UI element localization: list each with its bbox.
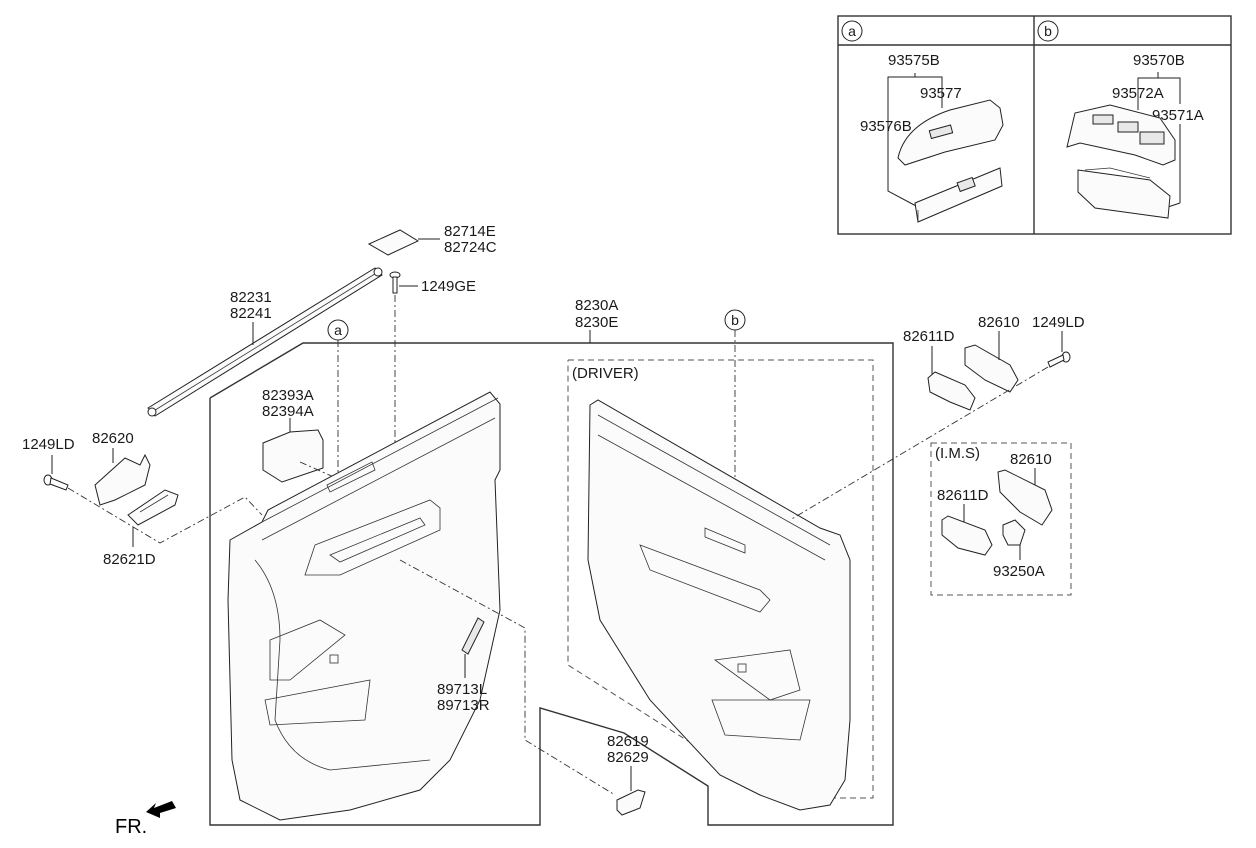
inset-b-marker: b [1044,23,1052,39]
handle-cover-82611D-ims-icon [941,515,993,556]
label-82610-right: 82610 [978,314,1020,331]
pull-slot [704,527,746,554]
map-pocket [711,699,811,741]
label-82620: 82620 [92,430,134,447]
pull-slot [326,461,376,493]
weatherstrip-line [151,271,379,413]
label-1249GE: 1249GE [421,278,476,295]
door-trim-left-panel [227,391,501,821]
inset-table: a b 93575B 93577 93576B 93570B 93572A 93… [837,15,1232,235]
armrest-outline [639,544,771,613]
pocket-dash [299,461,337,479]
door-trim-driver [587,399,851,811]
switch-b-2 [1117,121,1139,133]
trim-clip [329,654,339,664]
right-handle-leader [789,366,1049,521]
label-82714E: 82714E [444,223,496,240]
switch-body-a [914,167,1003,223]
screw-1249LD-left-icon [43,474,69,491]
front-indicator-label: FR. [115,816,147,838]
callout-b[interactable]: b [731,312,739,328]
armrest-outline [304,499,441,576]
label-82393A: 82393A [262,387,314,404]
inset-a-circle-icon [841,20,863,42]
trim-line [261,397,499,523]
handle-cover-82621D-icon [127,489,179,526]
label-8230E: 8230E [575,314,618,331]
ims-group-box [930,442,1072,596]
label-89713R: 89713R [437,697,490,714]
screw-1249LD-right-icon [1047,351,1071,368]
switch-body-b [1077,169,1171,219]
label-93576B: 93576B [860,118,912,135]
label-1249LD-left: 1249LD [22,436,75,453]
trim-line [597,434,826,561]
label-82611D-right: 82611D [903,328,955,345]
label-93575B: 93575B [888,52,940,69]
label-82394A: 82394A [262,403,314,420]
weatherstrip-end [147,407,157,417]
switch-button-a [956,176,976,193]
switch-a [928,124,954,140]
left-handle-leader [67,487,263,544]
ims-group-label: (I.M.S) [935,445,980,462]
inset-b-circle-icon [1037,20,1059,42]
label-93577: 93577 [920,85,962,102]
label-82724C: 82724C [444,239,497,256]
front-indicator: FR. [115,801,176,838]
label-93570B: 93570B [1133,52,1185,69]
map-pocket [264,679,371,726]
label-82241: 82241 [230,305,272,322]
label-89713L: 89713L [437,681,487,698]
front-arrow-icon [146,801,176,818]
leader-93576B [887,148,919,208]
label-1249LD-right: 1249LD [1032,314,1085,331]
screw-1249GE-icon [389,271,401,294]
label-93571A: 93571A [1152,107,1204,124]
trim-piece-89713-icon [461,617,485,655]
callout-a[interactable]: a [334,322,342,338]
label-82621D: 82621D [103,551,156,568]
lower-pocket [713,649,801,701]
handle-cover-slot [139,494,169,513]
pad-icon [367,229,420,256]
weatherstrip-part [147,267,383,417]
leader-93570B [1137,77,1181,110]
handle-cover-82611D-right-icon [927,371,976,411]
body-edge [1084,167,1151,179]
main-frame [209,342,894,826]
module-93250A-icon [1002,519,1026,546]
trim-line [261,417,496,541]
pocket-icon [262,429,324,483]
label-82619: 82619 [607,733,649,750]
door-trim-driver-panel [587,399,851,811]
inset-a-marker: a [848,23,856,39]
switch-b-3 [1139,131,1165,145]
weatherstrip-end [373,267,383,277]
trim-line [597,414,831,546]
label-82610-ims: 82610 [1010,451,1052,468]
cover-82619-leader [399,559,616,796]
lower-pocket [269,619,346,681]
handle-82610-right-icon [964,344,1019,393]
door-trim-left [227,391,501,821]
label-82611D-ims: 82611D [937,487,989,504]
handle-82610-ims-icon [997,469,1053,526]
label-82231: 82231 [230,289,272,306]
handle-slot [329,517,426,563]
switch-b-1 [1092,114,1114,125]
label-93250A: 93250A [993,563,1045,580]
cover-82619-icon [616,789,646,816]
driver-group-label: (DRIVER) [572,365,639,382]
handle-82620-icon [94,453,151,506]
trim-clip [737,663,747,673]
label-8230A: 8230A [575,297,618,314]
label-82629: 82629 [607,749,649,766]
